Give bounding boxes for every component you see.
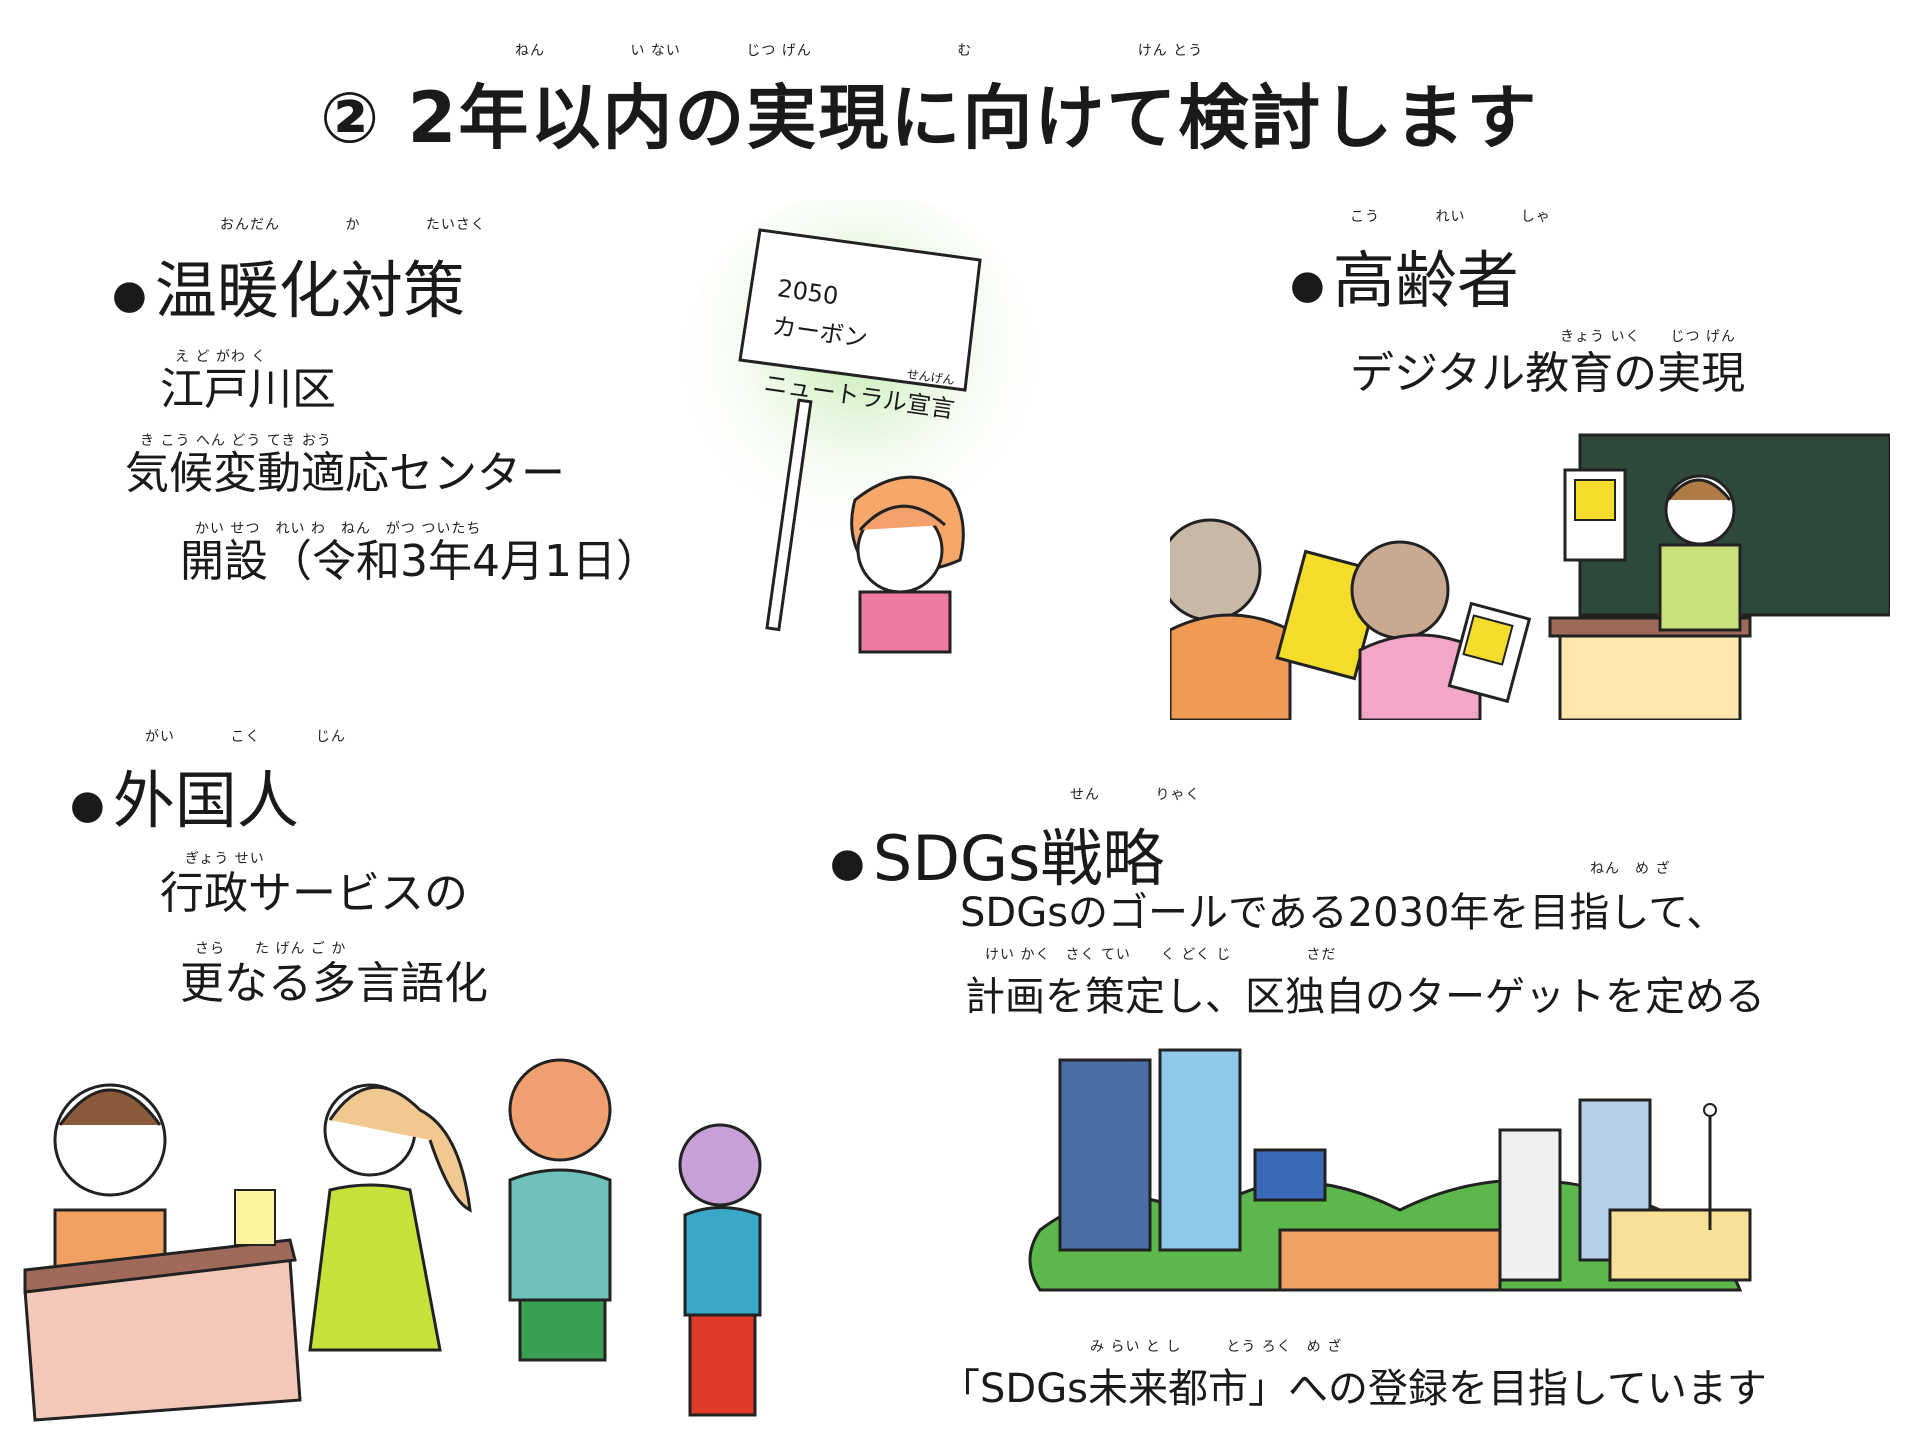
foreigners-line1-ruby: ぎょう せい	[185, 851, 265, 867]
sdgs-line1-ruby: ねん め ざ	[1590, 861, 1671, 877]
foreigners-heading-ruby: がい こく じん	[145, 729, 346, 745]
warming-line2-ruby: き こう へん どう てき おう	[140, 433, 332, 449]
foreigners-line1: 行政サービスの	[160, 868, 468, 919]
title-ruby: ねん い ない じつ げん む けん とう	[515, 43, 1204, 59]
foreigners-line2: 更なる多言語化	[180, 958, 488, 1009]
counter-service-illustration	[23, 1058, 762, 1422]
sdgs-heading: ●SDGs戦略	[830, 822, 1165, 895]
sign-text: 2050 カーボン せんげん ニュートラル宣言	[762, 274, 957, 424]
warming-line1-ruby: え ど がわ く	[175, 349, 267, 365]
sdgs-heading-ruby: せん りゃく	[1070, 787, 1201, 803]
warming-line3: 開設（令和3年4月1日）	[180, 536, 660, 587]
foreigners-heading: ●外国人	[70, 764, 299, 837]
sdgs-line1: SDGsのゴールである2030年を目指して、	[960, 890, 1727, 936]
bullet-icon: ●	[830, 839, 865, 886]
carbon-sign-illustration	[680, 200, 1040, 654]
foreigners-line2-ruby: さら た げん ご か	[195, 941, 347, 957]
sdgs-footer-ruby: み らい と し とう ろく め ざ	[1090, 1339, 1343, 1355]
elderly-line1: デジタル教育の実現	[1350, 348, 1746, 399]
sdgs-footer: 「SDGs未来都市」への登録を目指しています	[940, 1366, 1767, 1412]
page-title: ② 2年以内の実現に向けて検討します	[320, 77, 1539, 159]
warming-heading-ruby: おんだん か たいさく	[220, 217, 486, 233]
warming-line2: 気候変動適応センター	[125, 448, 565, 499]
future-city-illustration	[1028, 1048, 1752, 1292]
digital-education-illustration	[1170, 433, 1890, 720]
bullet-icon: ●	[1290, 261, 1325, 308]
bullet-icon: ●	[70, 781, 105, 828]
bullet-icon: ●	[112, 271, 147, 318]
warming-line1: 江戸川区	[160, 364, 336, 415]
sdgs-line2-ruby: けい かく さく てい く どく じ さだ	[985, 947, 1337, 963]
warming-heading: ●温暖化対策	[112, 254, 465, 327]
elderly-heading: ●高齢者	[1290, 244, 1519, 317]
sdgs-line2: 計画を策定し、区独自のターゲットを定める	[965, 974, 1765, 1020]
elderly-line1-ruby: きょう いく じつ げん	[1560, 329, 1736, 345]
warming-line3-ruby: かい せつ れい わ ねん がつ ついたち	[195, 521, 482, 537]
elderly-heading-ruby: こう れい しゃ	[1350, 209, 1551, 225]
